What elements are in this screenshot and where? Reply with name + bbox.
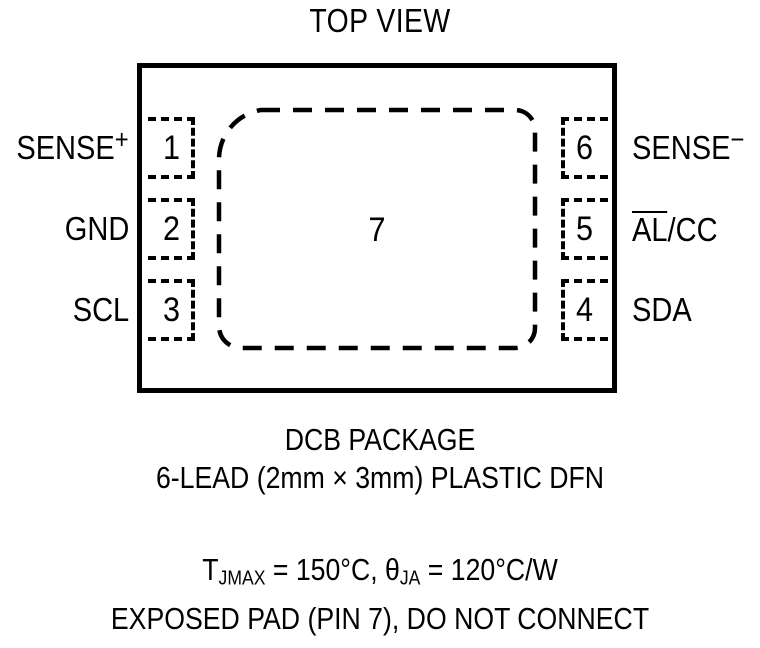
pin-label-scl: SCL bbox=[73, 292, 129, 328]
pad-edge-side bbox=[191, 279, 195, 341]
package-body-outline bbox=[137, 63, 617, 393]
pad-edge-side bbox=[561, 117, 565, 179]
pad-edge-top bbox=[561, 117, 608, 121]
page-title: TOP VIEW bbox=[309, 2, 451, 39]
pin-number-1: 1 bbox=[162, 129, 181, 167]
tjmax-subscript: JMAX bbox=[218, 566, 266, 590]
pin-label-text: SCL bbox=[72, 291, 129, 328]
theta-ja-subscript: JA bbox=[399, 566, 421, 590]
thermal-rating-line: TJMAX = 150°C, θJA = 120°C/W bbox=[53, 550, 707, 599]
pin-label-text: GND bbox=[64, 210, 129, 247]
pad-edge-bottom bbox=[561, 337, 608, 341]
pin-label-superscript: − bbox=[730, 124, 745, 155]
exposed-pad-note: EXPOSED PAD (PIN 7), DO NOT CONNECT bbox=[110, 600, 650, 636]
tjmax-value: = 150°C, bbox=[265, 552, 386, 587]
pin-number-2: 2 bbox=[162, 210, 181, 248]
pin-label-text: SENSE bbox=[16, 129, 116, 166]
pin-label-sense-plus: SENSE+ bbox=[16, 126, 129, 166]
pin-pad-2: 2 bbox=[148, 198, 195, 260]
pin-label-al-cc: AL/CC bbox=[632, 211, 718, 248]
pin-number-4: 4 bbox=[575, 291, 594, 329]
pin-number-3: 3 bbox=[162, 291, 181, 329]
theta-ja-symbol: θ bbox=[385, 552, 400, 587]
pin-number-5: 5 bbox=[575, 210, 594, 248]
theta-ja-value: = 120°C/W bbox=[420, 552, 558, 587]
pin-pad-3: 3 bbox=[148, 279, 195, 341]
pad-edge-bottom bbox=[148, 256, 195, 260]
exposed-pad-number: 7 bbox=[368, 211, 386, 249]
pin-label-text: SENSE bbox=[632, 129, 731, 166]
pin-label-text: /CC bbox=[667, 211, 718, 248]
package-caption: DCB PACKAGE 6-LEAD (2mm × 3mm) PLASTIC D… bbox=[0, 421, 760, 497]
pin-label-gnd: GND bbox=[64, 211, 129, 247]
pin-pad-1: 1 bbox=[148, 117, 195, 179]
pin-pad-6: 6 bbox=[561, 117, 608, 179]
pad-edge-side bbox=[561, 198, 565, 260]
pad-edge-bottom bbox=[561, 175, 608, 179]
thermal-specs: TJMAX = 150°C, θJA = 120°C/W EXPOSED PAD… bbox=[0, 550, 760, 639]
pin-label-overlined-text: AL bbox=[632, 211, 668, 248]
pin-label-text: SDA bbox=[632, 291, 692, 328]
pin-pad-5: 5 bbox=[561, 198, 608, 260]
pin-label-superscript: + bbox=[115, 124, 129, 155]
tjmax-symbol: T bbox=[202, 552, 219, 587]
pad-edge-side bbox=[561, 279, 565, 341]
exposed-pad: 7 bbox=[216, 107, 538, 352]
pad-edge-top bbox=[148, 198, 195, 202]
pad-edge-top bbox=[148, 117, 195, 121]
pad-edge-top bbox=[561, 198, 608, 202]
pad-edge-side bbox=[191, 117, 195, 179]
pad-edge-bottom bbox=[561, 256, 608, 260]
pad-edge-bottom bbox=[148, 175, 195, 179]
package-name: DCB PACKAGE bbox=[284, 422, 476, 457]
pad-edge-side bbox=[191, 198, 195, 260]
pin-pad-4: 4 bbox=[561, 279, 608, 341]
pin-label-sense-minus: SENSE− bbox=[632, 126, 744, 166]
pin-label-sda: SDA bbox=[632, 292, 692, 328]
pad-edge-top bbox=[148, 279, 195, 283]
package-description: 6-LEAD (2mm × 3mm) PLASTIC DFN bbox=[155, 460, 605, 495]
pad-edge-bottom bbox=[148, 337, 195, 341]
pad-edge-top bbox=[561, 279, 608, 283]
pin-number-6: 6 bbox=[575, 129, 594, 167]
